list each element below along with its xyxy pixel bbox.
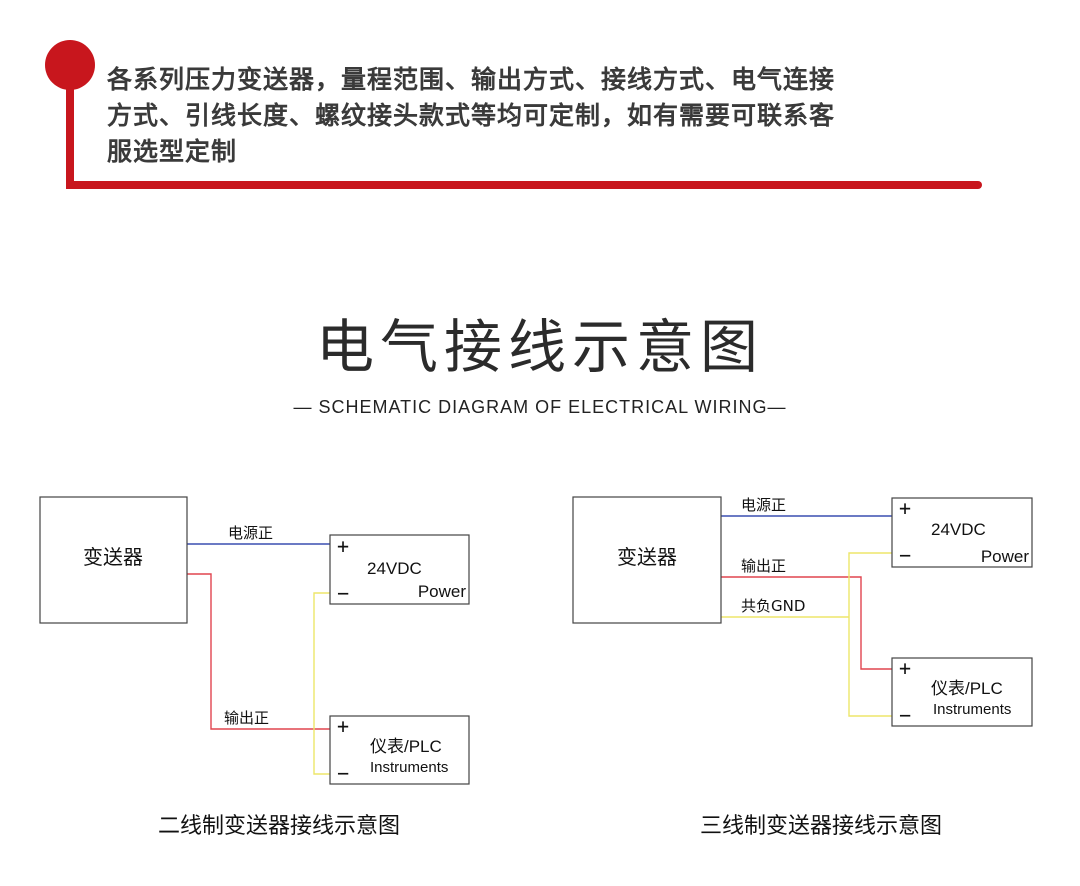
- banner-line-1: 各系列压力变送器，量程范围、输出方式、接线方式、电气连接: [107, 65, 836, 94]
- page-title: 电气接线示意图: [315, 313, 764, 381]
- two-wire-power-minus: −: [337, 581, 349, 605]
- three-wire-ground-bus: [848, 552, 892, 717]
- three-wire-instrument-box: [891, 657, 1033, 727]
- two-wire-power-voltage: 24VDC: [367, 559, 422, 578]
- three-wire-instrument-sub: Instruments: [933, 701, 1011, 718]
- three-wire-output-wire: [721, 576, 892, 670]
- banner-vertical-rule: [66, 62, 74, 188]
- banner-horizontal-rule: [66, 181, 982, 189]
- two-wire-transmitter-box: [39, 496, 188, 624]
- two-wire-diagram: 变送器 电源正 输出正 + 24VDC − Power + 仪表/PLC Ins…: [39, 496, 470, 785]
- banner-line-2: 方式、引线长度、螺纹接头款式等均可定制，如有需要可联系客: [107, 101, 836, 130]
- three-wire-instrument-plus: +: [899, 656, 911, 680]
- two-wire-instrument-minus: −: [337, 761, 349, 785]
- three-wire-transmitter-box: [572, 496, 722, 624]
- two-wire-instrument-sub: Instruments: [370, 759, 448, 776]
- two-wire-instrument-name: 仪表/PLC: [370, 737, 442, 756]
- three-wire-ground-label: 共负GND: [741, 597, 805, 615]
- three-wire-power-plus: +: [899, 496, 911, 520]
- two-wire-instrument-box: [329, 715, 470, 785]
- three-wire-diagram: 变送器 电源正 输出正 共负GND + 24VDC − Power + 仪表/P…: [572, 496, 1033, 727]
- two-wire-output-positive-label: 输出正: [224, 709, 269, 727]
- two-wire-power-name: Power: [418, 582, 467, 601]
- three-wire-power-voltage: 24VDC: [931, 520, 986, 539]
- banner-line-3: 服选型定制: [107, 137, 238, 166]
- two-wire-power-plus: +: [337, 534, 349, 558]
- three-wire-power-minus: −: [899, 543, 911, 567]
- three-wire-power-name: Power: [981, 547, 1030, 566]
- three-wire-instrument-name: 仪表/PLC: [931, 679, 1003, 698]
- two-wire-output-wire: [187, 573, 330, 730]
- two-wire-instrument-plus: +: [337, 714, 349, 738]
- two-wire-return-wire: [313, 592, 330, 775]
- two-wire-power-box: [329, 534, 470, 605]
- three-wire-power-box: [891, 497, 1033, 568]
- info-banner: 各系列压力变送器，量程范围、输出方式、接线方式、电气连接 方式、引线长度、螺纹接…: [0, 0, 1080, 200]
- two-wire-caption: 二线制变送器接线示意图: [158, 814, 401, 839]
- two-wire-power-positive-label: 电源正: [228, 524, 273, 542]
- two-wire-transmitter-label: 变送器: [83, 545, 143, 569]
- three-wire-output-positive-label: 输出正: [741, 557, 786, 575]
- banner-text: 各系列压力变送器，量程范围、输出方式、接线方式、电气连接 方式、引线长度、螺纹接…: [107, 62, 987, 170]
- three-wire-power-positive-label: 电源正: [741, 496, 786, 514]
- three-wire-caption: 三线制变送器接线示意图: [700, 814, 943, 839]
- page-subtitle: — SCHEMATIC DIAGRAM OF ELECTRICAL WIRING…: [293, 397, 787, 417]
- three-wire-transmitter-label: 变送器: [617, 545, 677, 569]
- three-wire-instrument-minus: −: [899, 703, 911, 727]
